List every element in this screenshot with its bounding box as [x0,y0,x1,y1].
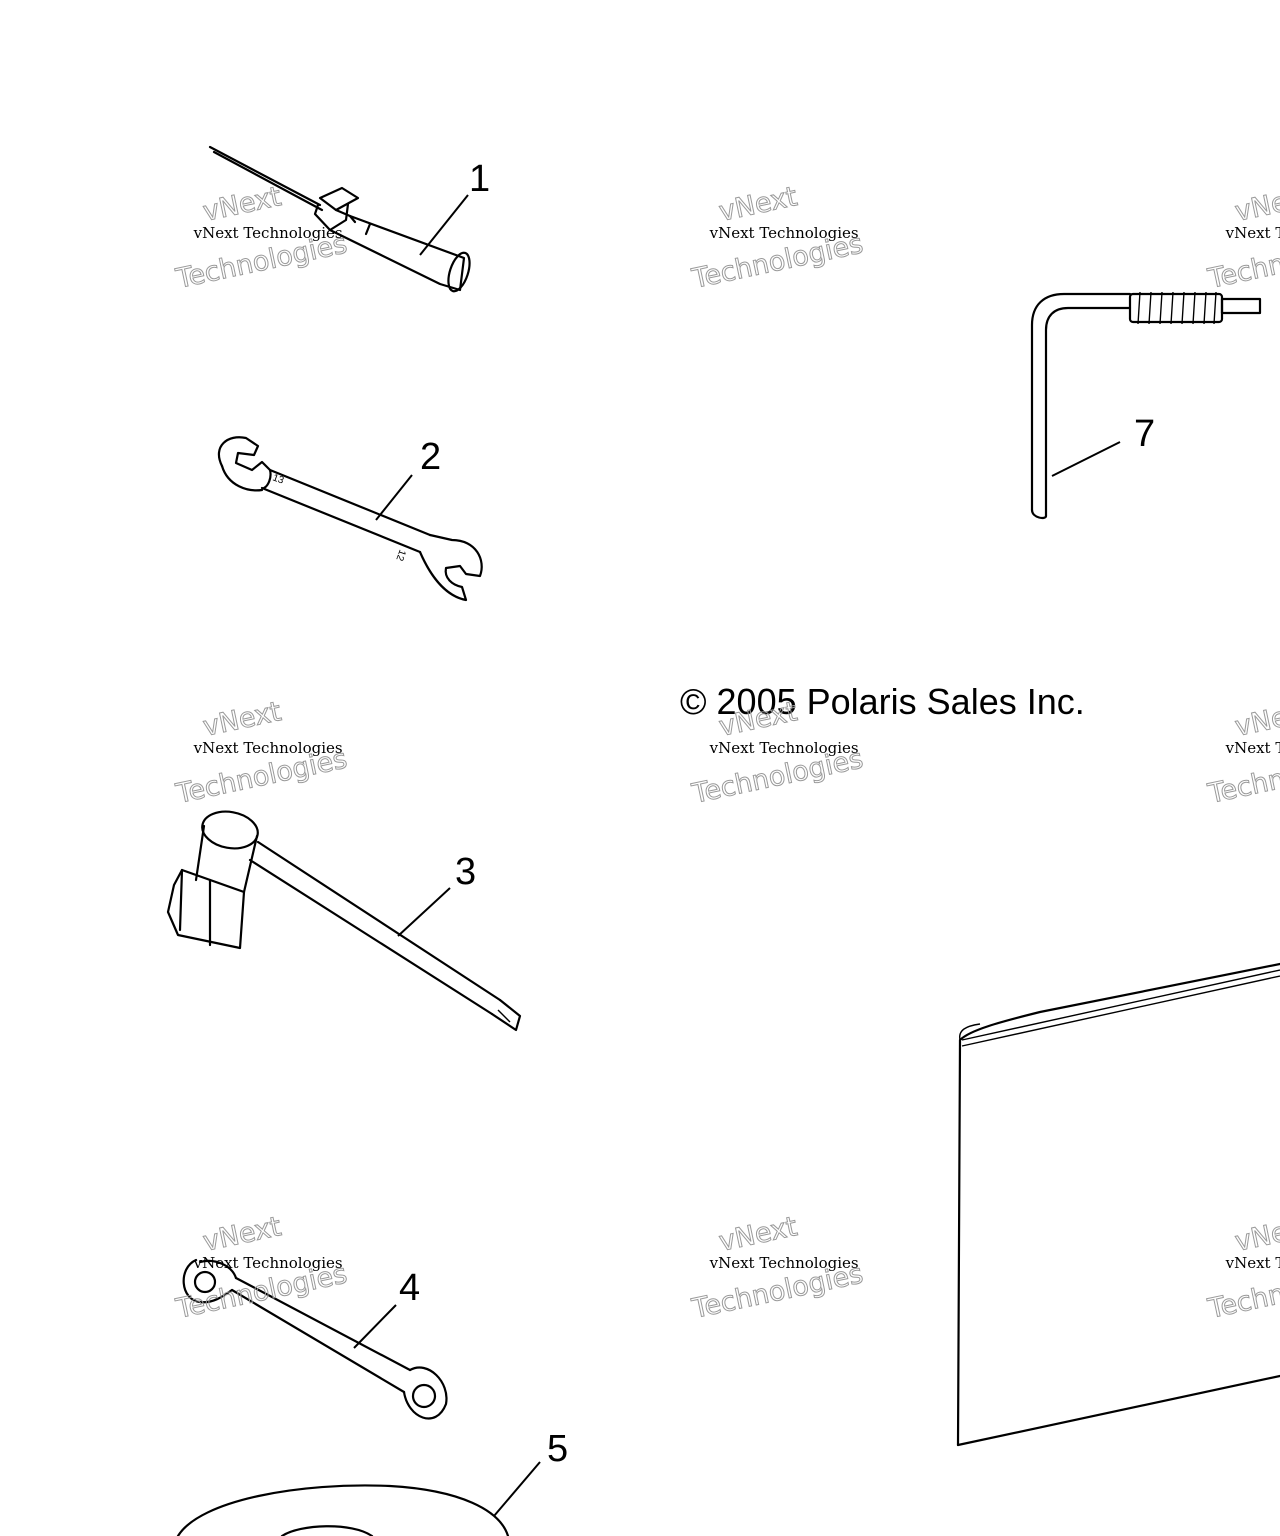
watermark-grid: vNext vNext Technologies Technologies vN… [172,181,1280,1326]
watermark-outline-vnext: vNext [1232,696,1280,743]
open-end-wrench-illustration: 13 12 [217,436,483,602]
watermark-text: vNext Technologies [193,1254,343,1272]
watermark-text: vNext Technologies [193,224,343,242]
leader-lines [353,194,1121,1517]
box-end-wrench-illustration [182,1258,448,1420]
callout-7: 7 [1134,413,1155,455]
watermark-outline-vnext: vNext [200,181,284,228]
watermark-outline-vnext: vNext [200,1211,284,1258]
svg-text:13: 13 [271,472,286,486]
tool-pouch-illustration [176,1484,510,1536]
watermark-text: vNext Technologies [1225,739,1280,757]
owner-manual-illustration [956,962,1280,1447]
svg-text:12: 12 [393,548,407,563]
spark-plug-wrench-illustration [166,810,522,1032]
watermark-text: vNext Technologies [1225,1254,1280,1272]
callout-2: 2 [420,436,441,478]
callout-4: 4 [399,1267,420,1309]
hex-key-illustration [1030,291,1262,520]
callout-3: 3 [455,851,476,893]
watermark-text: vNext Technologies [709,739,859,757]
screwdriver-illustration [208,145,471,293]
watermark-text: vNext Technologies [1225,224,1280,242]
watermark-outline-vnext: vNext [716,1211,800,1258]
callout-5: 5 [547,1428,568,1470]
watermark-outline-vnext: vNext [1232,1211,1280,1258]
copyright-text: © 2005 Polaris Sales Inc. [680,681,1085,722]
callout-1: 1 [469,158,490,200]
watermark-outline-vnext: vNext [200,696,284,743]
watermark-text: vNext Technologies [193,739,343,757]
watermark-text: vNext Technologies [709,1254,859,1272]
watermark-outline-vnext: vNext [716,181,800,228]
watermark-text: vNext Technologies [709,224,859,242]
watermark-outline-vnext: vNext [1232,181,1280,228]
